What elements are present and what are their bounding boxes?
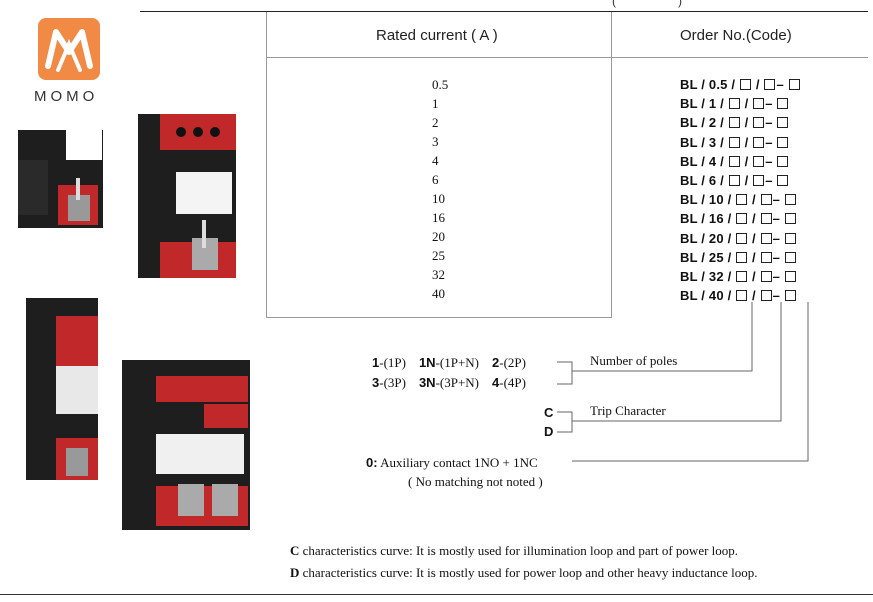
table-bottom-rule [266,317,611,318]
clipped-text: ( [612,0,616,8]
current-value: 4 [432,153,439,168]
aux-contact: 0: Auxiliary contact 1NO + 1NC [366,455,538,470]
order-code-row: BL / 25 / / – [680,248,801,267]
trip-c: C [544,405,554,420]
current-value: 6 [432,172,439,187]
order-code-row: BL / 10 / / – [680,190,801,209]
note-c-curve: C characteristics curve: It is mostly us… [290,543,739,558]
product-image-3p [138,114,236,278]
order-code-row: BL / 0.5 / / – [680,75,801,94]
order-code-row: BL / 3 / / – [680,133,801,152]
bottom-rule [0,594,873,595]
order-code-row: BL / 6 / / – [680,171,801,190]
brand-logo [38,18,100,80]
current-value: 32 [432,267,445,282]
current-value: 1 [432,96,439,111]
current-value: 16 [432,210,445,225]
order-code-list: BL / 0.5 / / – BL / 1 / / – BL / 2 / / –… [680,75,801,305]
table-mid-border [611,12,612,318]
top-rule [140,11,868,12]
order-code-row: BL / 4 / / – [680,152,801,171]
table-header-rule [266,57,868,58]
order-code-row: BL / 40 / / – [680,286,801,305]
header-order-no: Order No.(Code) [680,27,792,44]
clipped-text: ) [678,0,682,8]
order-code-row: BL / 20 / / – [680,229,801,248]
product-image-1pn [26,298,98,480]
trip-label: Trip Character [590,403,666,418]
poles-label: Number of poles [590,353,678,368]
order-code-row: BL / 2 / / – [680,113,801,132]
poles-row-1: 1-(1P) 1N-(1P+N) 2-(2P) [372,355,526,370]
order-code-row: BL / 1 / / – [680,94,801,113]
brand-name: MOMO [34,88,99,105]
logo-m-icon [45,29,93,72]
aux-note: ( No matching not noted ) [408,474,543,489]
current-value: 40 [432,286,445,301]
poles-row-2: 3-(3P) 3N-(3P+N) 4-(4P) [372,375,526,390]
current-value: 20 [432,229,445,244]
note-d-curve: D characteristics curve: It is mostly us… [290,565,758,580]
product-image-4p [122,360,250,530]
current-value: 3 [432,134,439,149]
current-value: 2 [432,115,439,130]
table-left-border [266,12,267,318]
product-image-1p-side [18,130,103,228]
current-value: 0.5 [432,77,449,92]
current-value: 25 [432,248,445,263]
current-value: 10 [432,191,445,206]
header-rated-current: Rated current ( A ) [376,27,498,44]
current-list: 0.5 1 2 3 4 6 10 16 20 25 32 40 [432,75,448,303]
order-code-row: BL / 16 / / – [680,209,801,228]
trip-d: D [544,424,554,439]
order-code-row: BL / 32 / / – [680,267,801,286]
